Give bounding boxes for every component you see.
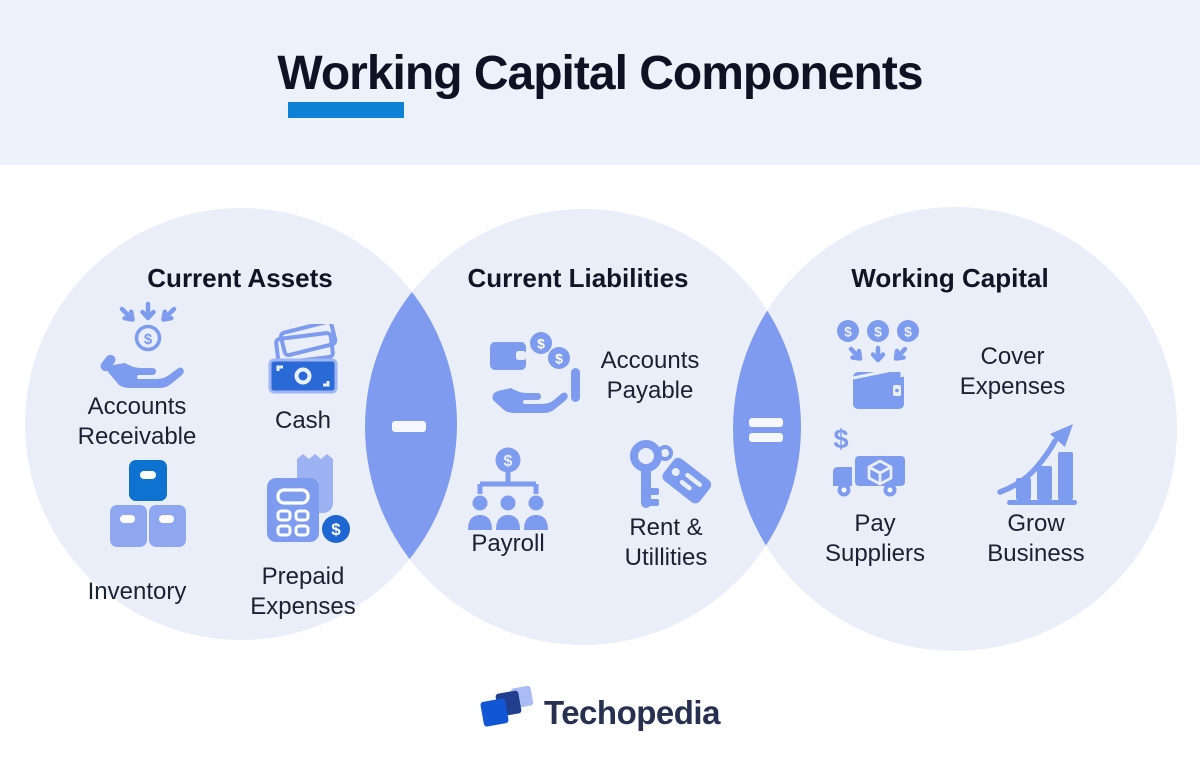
svg-text:$: $ [833,424,848,454]
payroll-icon: $ [468,447,548,530]
item-label-accounts-payable: Accounts Payable [600,347,700,405]
item-label-inventory: Inventory [87,578,187,605]
svg-text:$: $ [555,351,563,367]
item-label-prepaid-expenses: Prepaid Expenses [250,563,356,621]
item-label-cover-expenses: Cover Expenses [959,343,1066,401]
logo-square-blue [480,698,509,727]
title-underline-bar [288,102,404,118]
item-label-cash: Cash [274,407,332,434]
group-title-working-capital: Working Capital [851,263,1049,293]
accounts-receivable-icon: $ [100,301,184,388]
svg-text:$: $ [504,453,513,470]
grow-business-icon [997,424,1077,505]
prepaid-expenses-icon: $ [267,454,350,543]
equals-icon [749,433,783,442]
svg-text:$: $ [331,520,341,539]
svg-text:$: $ [874,324,882,340]
header-band [0,0,1200,165]
cash-icon [268,324,338,394]
brand-name: Techopedia [544,694,720,731]
item-label-pay-suppliers: Pay Suppliers [824,510,926,568]
item-label-grow-business: Grow Business [987,510,1085,568]
item-label-rent-utilities: Rent & Utillities [624,514,708,572]
group-title-current-liabilities: Current Liabilities [467,263,689,293]
cover-expenses-icon: $ $ $ [837,320,919,409]
svg-text:$: $ [144,331,153,348]
pay-suppliers-icon: $ [833,424,905,497]
inventory-icon [110,460,186,547]
equals-icon [749,418,783,427]
svg-text:$: $ [537,336,545,352]
page-title: Working Capital Components [277,47,923,100]
group-title-current-assets: Current Assets [147,263,333,293]
svg-text:$: $ [844,324,852,340]
item-label-payroll: Payroll [471,530,545,557]
minus-icon [392,421,426,432]
accounts-payable-icon: $ $ [490,332,580,413]
item-label-accounts-receivable: Accounts Receivable [77,393,197,451]
svg-text:$: $ [904,324,912,340]
techopedia-logo-icon [480,685,534,735]
current-liabilities-circle [365,209,801,645]
working-capital-circle [733,207,1177,651]
rent-utilities-icon [630,440,712,508]
